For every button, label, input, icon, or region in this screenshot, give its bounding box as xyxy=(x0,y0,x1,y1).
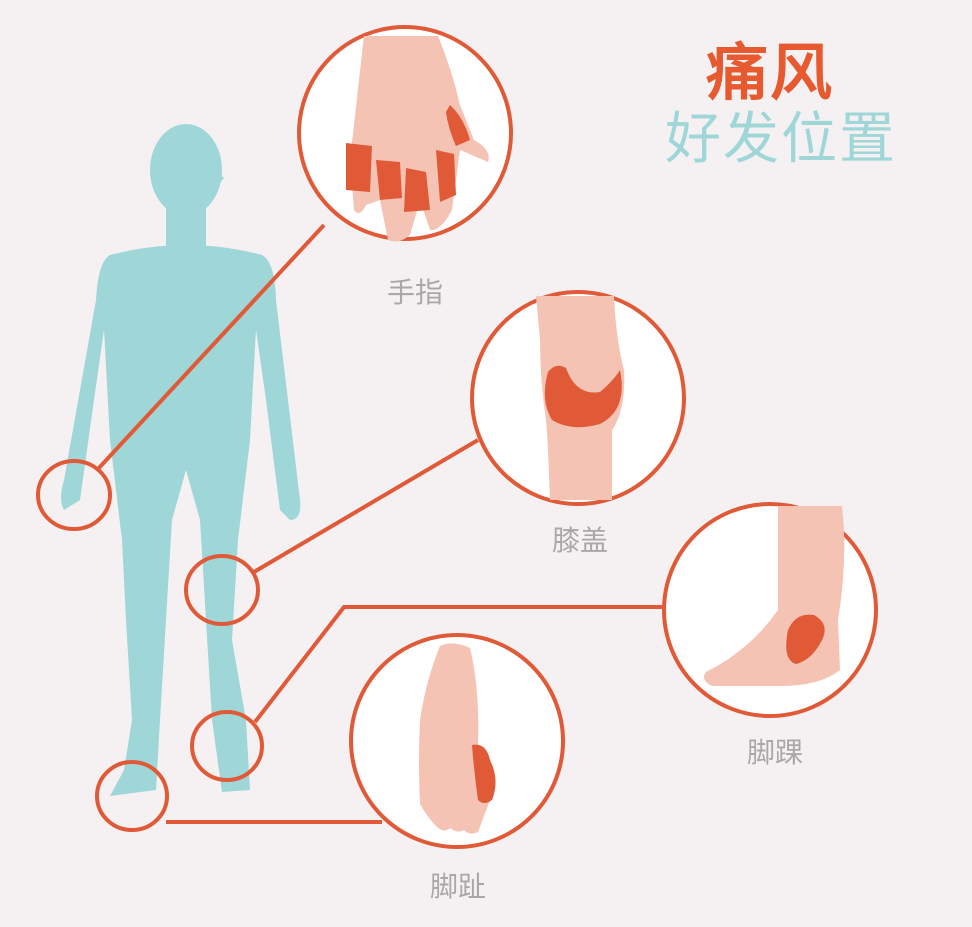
title-gout: 痛风 xyxy=(706,36,835,109)
knee-highlight-circle xyxy=(184,554,260,626)
hand-highlight-circle xyxy=(36,459,112,531)
subtitle-common-sites: 好发位置 xyxy=(665,107,897,172)
callout-toe xyxy=(349,633,565,849)
callout-label-toe: 脚趾 xyxy=(430,870,486,903)
ankle-highlight-circle xyxy=(190,710,264,782)
callout-knee xyxy=(470,290,686,506)
toe-highlight-circle xyxy=(95,760,169,832)
connector-lines xyxy=(96,223,662,824)
human-body-silhouette xyxy=(61,124,301,796)
body-highlight-circles xyxy=(36,459,264,832)
callout-label-fingers: 手指 xyxy=(387,276,443,309)
callout-ankle xyxy=(662,502,878,718)
callout-label-knee: 膝盖 xyxy=(552,524,608,557)
callout-label-ankle: 脚踝 xyxy=(747,736,803,769)
callout-fingers xyxy=(297,25,513,242)
